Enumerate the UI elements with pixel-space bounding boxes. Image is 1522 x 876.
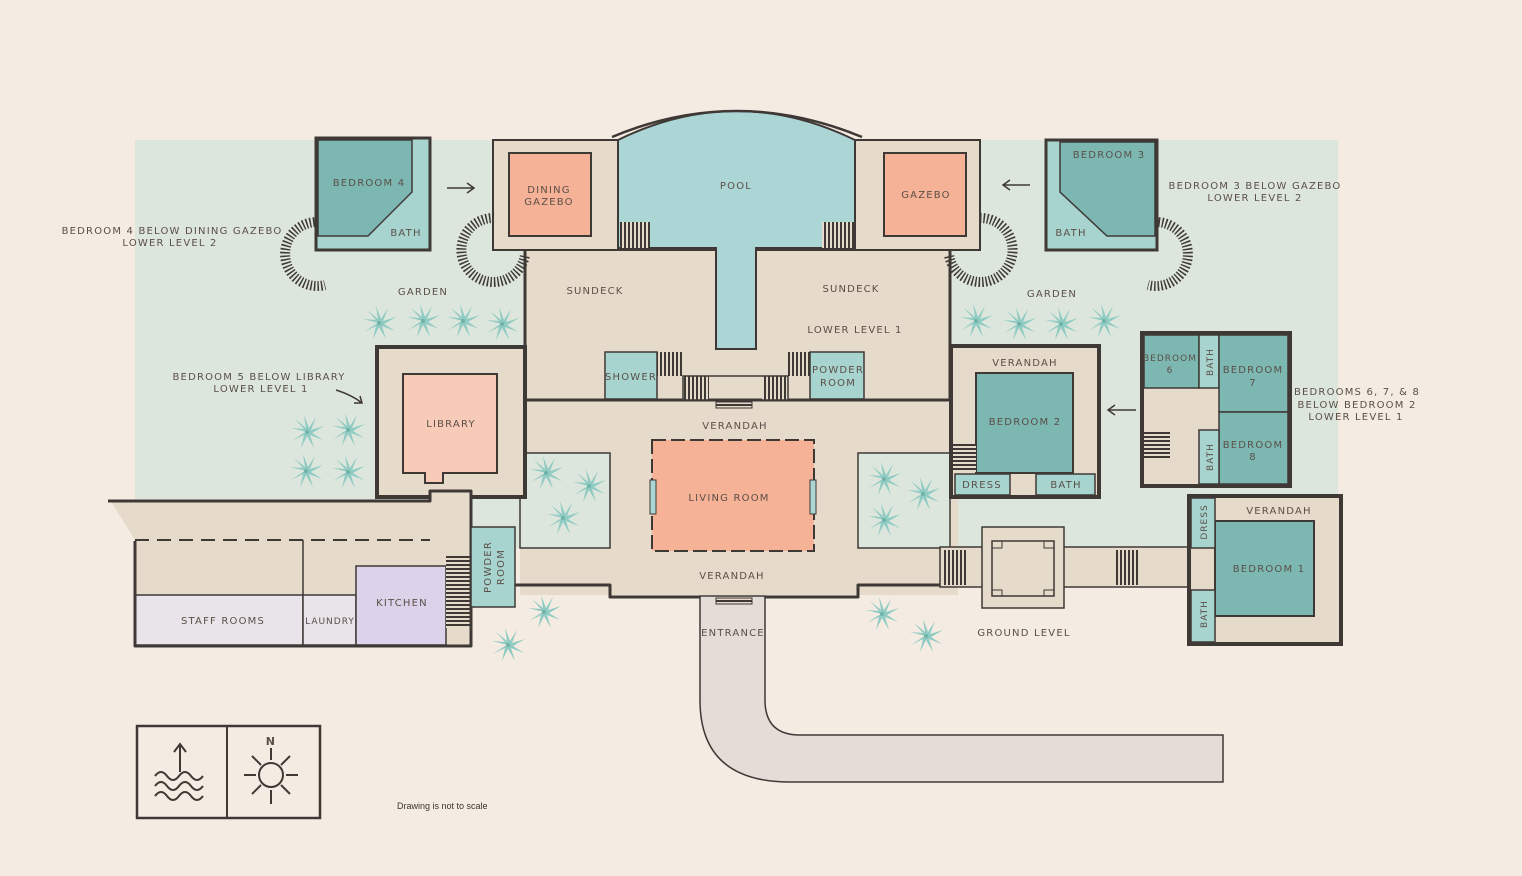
lower-level-1-label: LOWER LEVEL 1	[807, 325, 902, 336]
gazebo-label: GAZEBO	[901, 190, 951, 201]
bedroom-8-number: 8	[1249, 452, 1257, 463]
bedroom-2-label: BEDROOM 2	[989, 417, 1062, 428]
bedroom-6-label: BEDROOM	[1143, 354, 1197, 364]
entrance-label: ENTRANCE	[701, 628, 765, 639]
bedroom-4-note-line1: BEDROOM 4 BELOW DINING GAZEBO	[62, 226, 283, 237]
bedrooms-678-note-line3: LOWER LEVEL 1	[1308, 412, 1403, 423]
bedroom-4-bath-label: BATH	[390, 228, 421, 239]
bath-8-label: BATH	[1206, 443, 1216, 471]
living-room	[651, 439, 815, 552]
pool-area	[492, 109, 981, 350]
bedroom-1-dress-label: DRESS	[1200, 504, 1210, 539]
bedroom-1-bath-label: BATH	[1200, 600, 1210, 628]
laundry-label: LAUNDRY	[305, 617, 355, 627]
bedroom-4-label: BEDROOM 4	[333, 178, 406, 189]
powder-room-left-label-2: ROOM	[496, 549, 507, 585]
bedroom-7-number: 7	[1249, 378, 1257, 389]
ground-level-label: GROUND LEVEL	[977, 628, 1070, 639]
bedroom-3-label: BEDROOM 3	[1073, 150, 1146, 161]
dining-gazebo-label-1: DINING	[527, 185, 571, 196]
shower-label: SHOWER	[605, 372, 657, 383]
annotation-notes: BEDROOM 4 BELOW DINING GAZEBO LOWER LEVE…	[62, 181, 1420, 811]
west-wing	[108, 489, 516, 648]
bedroom-7-label: BEDROOM	[1223, 365, 1284, 376]
bedroom-4-block	[314, 136, 432, 252]
verandah-bottom-label: VERANDAH	[699, 571, 765, 582]
bedroom-5-note-line2: LOWER LEVEL 1	[213, 384, 308, 395]
bedroom-1-block	[1187, 494, 1343, 646]
scale-note: Drawing is not to scale	[397, 801, 488, 811]
bedroom-2-verandah-label: VERANDAH	[992, 358, 1058, 369]
living-room-label: LIVING ROOM	[688, 493, 769, 504]
bedroom-2-bath-label: BATH	[1050, 480, 1081, 491]
direction-arrows	[335, 179, 1136, 416]
compass-north-letter: N	[266, 735, 276, 748]
library	[402, 373, 498, 484]
sundeck-right-label: SUNDECK	[822, 284, 879, 295]
dining-gazebo-label-2: GAZEBO	[524, 197, 574, 208]
bedroom-1-verandah-label: VERANDAH	[1246, 506, 1312, 517]
bedroom-3-block	[1044, 138, 1159, 252]
driveway	[699, 595, 1224, 783]
powder-room-top-label-2: ROOM	[820, 378, 856, 389]
sundeck-left-label: SUNDECK	[566, 286, 623, 297]
kitchen-label: KITCHEN	[376, 598, 428, 609]
bedroom-1-label: BEDROOM 1	[1233, 564, 1306, 575]
bedroom-3-bath-label: BATH	[1055, 228, 1086, 239]
bedroom-8-label: BEDROOM	[1223, 440, 1284, 451]
library-label: LIBRARY	[426, 419, 476, 430]
powder-room-top	[809, 351, 865, 400]
garden-left-label: GARDEN	[398, 287, 448, 298]
bedrooms-678-note-line2: BELOW BEDROOM 2	[1297, 400, 1416, 411]
bedroom-6-number: 6	[1167, 366, 1174, 376]
powder-room-left-label-1: POWDER	[483, 541, 494, 593]
spiral-stairs	[280, 212, 1193, 291]
staff-rooms-label: STAFF ROOMS	[181, 616, 265, 627]
bath-67-label: BATH	[1206, 348, 1216, 376]
ocean-direction-icon	[154, 742, 204, 801]
bedroom-5-note-line1: BEDROOM 5 BELOW LIBRARY	[172, 372, 345, 383]
compass-sun-icon	[244, 748, 298, 804]
powder-room-top-label-1: POWDER	[812, 365, 864, 376]
bedroom-4-note-line2: LOWER LEVEL 2	[122, 238, 217, 249]
pool-label: POOL	[720, 181, 752, 192]
legend-box	[135, 724, 322, 820]
bedroom-2-dress-label: DRESS	[962, 480, 1002, 491]
room-labels: POOL DINING GAZEBO GAZEBO SUNDECK SUNDEC…	[181, 150, 1312, 639]
verandah-top-label: VERANDAH	[702, 421, 768, 432]
garden-right-label: GARDEN	[1027, 289, 1077, 300]
bedrooms-678-note-line1: BEDROOMS 6, 7, & 8	[1294, 387, 1420, 398]
bedroom-3-note-line1: BEDROOM 3 BELOW GAZEBO	[1169, 181, 1342, 192]
bedrooms-678-block	[1140, 331, 1292, 488]
east-walkway	[939, 526, 1191, 609]
bedroom-3-note-line2: LOWER LEVEL 2	[1207, 193, 1302, 204]
bedroom-2-block	[949, 344, 1101, 499]
